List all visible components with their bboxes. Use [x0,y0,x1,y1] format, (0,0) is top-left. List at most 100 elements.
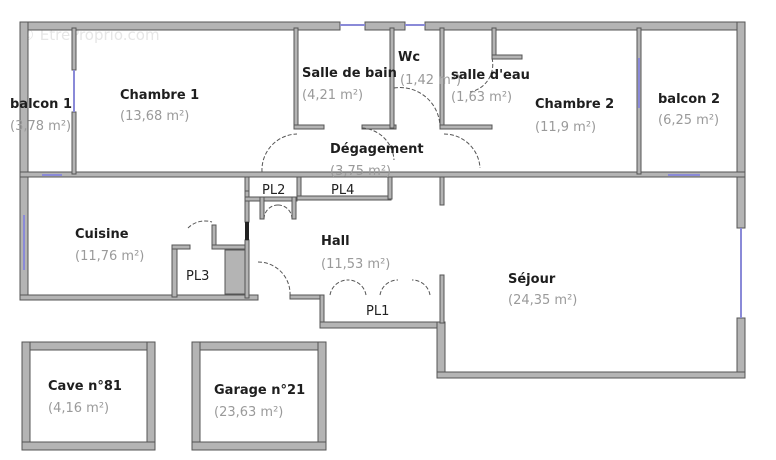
room-area: (1,63 m²) [451,90,512,105]
room-area: (4,16 m²) [48,401,109,416]
wall [364,21,406,31]
wall [387,176,393,200]
door-swing [347,279,367,296]
wall [361,124,397,130]
room-area: (23,63 m²) [214,405,283,420]
room-label: Cave n°81 [48,379,122,394]
room-area: (3,75 m²) [330,164,391,179]
wall [244,189,250,223]
door-swing [277,204,293,220]
wall [736,21,746,229]
room-label: Chambre 1 [120,88,199,103]
room-label: Cuisine [75,227,129,242]
room-label: Séjour [508,272,556,287]
wall [21,441,156,451]
door-swing [329,279,349,296]
room-chambre-2: Chambre 2 (11,9 m²) [535,97,614,135]
wall [21,341,156,351]
wall [171,244,191,250]
room-area: (11,9 m²) [535,120,596,135]
closet-pl1: PL1 [366,304,389,319]
wall [191,441,327,451]
wall [259,196,265,220]
door-swing [257,261,291,297]
room-area: (11,53 m²) [321,257,390,272]
room-degagement: Dégagement (3,75 m²) [330,142,424,179]
room-label: Chambre 2 [535,97,614,112]
room-label: salle d'eau [451,68,530,83]
door-swing [443,133,481,169]
room-cave: Cave n°81 (4,16 m²) [48,379,122,416]
room-salle-deau: salle d'eau (1,63 m²) [451,68,530,105]
meter [245,222,249,240]
room-balcon-2: balcon 2 (6,25 m²) [658,92,720,128]
wall [244,239,250,299]
wall [424,21,746,31]
wall [171,244,178,298]
duct [224,249,246,295]
door-swing [187,220,213,229]
wall [317,341,327,451]
wall [439,274,445,324]
walls [19,21,746,451]
room-hall: Hall (11,53 m²) [321,234,390,272]
door-swing [379,279,399,296]
closet-pl2: PL2 [262,183,285,198]
room-area: (24,35 m²) [508,293,577,308]
room-area: (4,21 m²) [302,88,363,103]
wall [296,176,302,198]
windows [23,24,742,318]
wall [491,27,497,59]
wall [491,54,523,60]
room-label: Garage n°21 [214,383,305,398]
door-swing [361,127,395,161]
room-label: Wc [398,50,420,65]
room-chambre-1: Chambre 1 (13,68 m²) [120,88,199,124]
room-area: (6,25 m²) [658,113,719,128]
wall [21,341,31,451]
wall [191,341,327,351]
room-salle-de-bain: Salle de bain (4,21 m²) [302,66,397,103]
wall [389,27,395,129]
wall [211,244,248,250]
wall [146,341,156,451]
wall [293,124,325,130]
wall [71,27,77,71]
room-balcon-1: balcon 1 (3,78 m²) [10,97,72,134]
closet-pl4: PL4 [331,183,354,198]
room-label: balcon 2 [658,92,720,107]
wall [289,294,323,300]
wall [319,294,325,326]
door-swing [411,279,431,296]
wall [736,317,746,379]
wall [293,27,299,129]
wall [71,111,77,175]
wall [439,124,493,130]
door-swing [393,87,441,129]
wall [19,294,259,301]
room-wc: Wc (1,42 m²) [398,50,461,88]
wall [291,196,297,220]
door-swing [261,133,298,173]
wall [436,321,446,379]
door-swing [263,204,279,220]
closet-pl3: PL3 [186,269,209,284]
room-area: (1,42 m²) [400,73,461,88]
room-label: Hall [321,234,350,249]
room-area: (11,76 m²) [75,249,144,264]
room-cuisine: Cuisine (11,76 m²) [75,227,144,264]
doors [187,57,494,297]
wall [439,176,445,206]
wall [19,171,746,178]
room-sejour: Séjour (24,35 m²) [508,272,577,308]
wall [319,321,443,329]
room-area: (3,78 m²) [10,119,71,134]
wall [436,371,746,379]
room-garage: Garage n°21 (23,63 m²) [214,383,305,420]
wall [19,21,341,31]
room-area: (13,68 m²) [120,109,189,124]
room-label: Dégagement [330,142,424,157]
wall [244,176,250,192]
room-label: Salle de bain [302,66,397,81]
